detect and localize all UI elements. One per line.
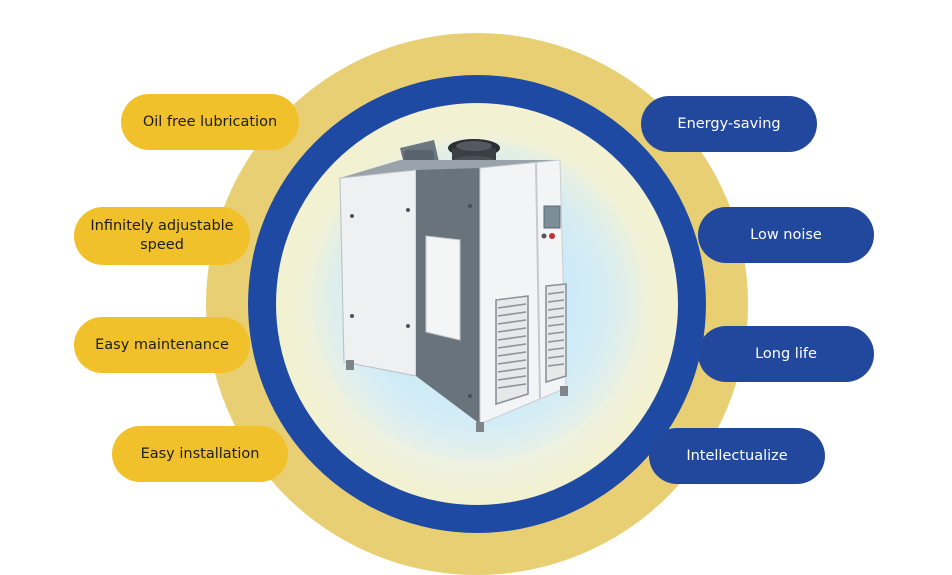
feature-easy-maintenance: Easy maintenance [74,317,250,373]
feature-label: Intellectualize [686,447,788,464]
feature-label: Infinitely adjustable speed [90,218,234,253]
feature-infinitely-adjustable-speed: Infinitely adjustable speed [74,207,250,265]
feature-label: Long life [755,345,817,362]
feature-oil-free-lubrication: Oil free lubrication [121,94,299,150]
feature-label: Easy installation [140,445,260,462]
feature-intellectualize: Intellectualize [649,428,825,484]
feature-easy-installation: Easy installation [112,426,288,482]
feature-energy-saving: Energy-saving [641,96,817,152]
feature-label: Energy-saving [677,115,781,132]
feature-label: Easy maintenance [95,336,229,353]
feature-low-noise: Low noise [698,207,874,263]
feature-label: Oil free lubrication [142,113,278,130]
feature-long-life: Long life [698,326,874,382]
feature-label: Low noise [750,226,822,243]
compressor-cabinet-icon [339,139,568,432]
